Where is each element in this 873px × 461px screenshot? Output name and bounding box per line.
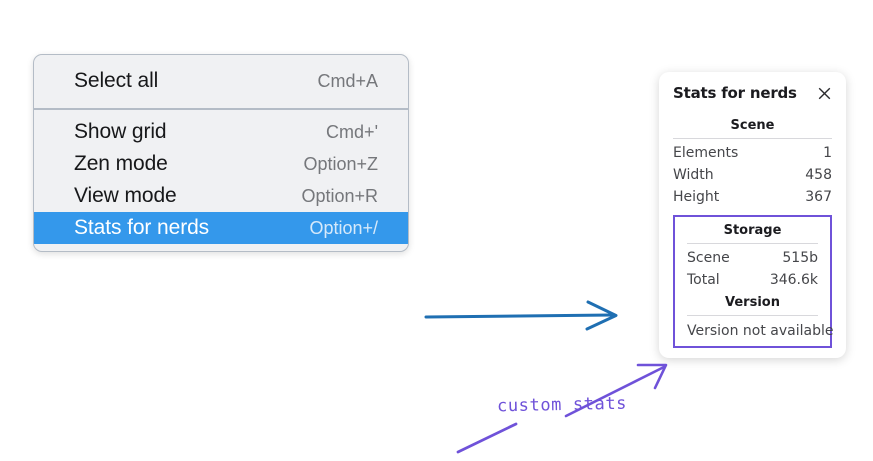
menu-item-shortcut: Option+R (301, 185, 378, 206)
menu-section-secondary: Show grid Cmd+' Zen mode Option+Z View m… (34, 110, 408, 251)
stat-row: Width 458 (673, 164, 832, 186)
stat-value: 1 (823, 145, 832, 161)
menu-item-shortcut: Cmd+' (326, 121, 378, 142)
stat-row: Total 346.6k (687, 269, 818, 291)
storage-section-title: Storage (723, 223, 782, 239)
panel-header: Stats for nerds (659, 84, 846, 102)
menu-item-view-mode[interactable]: View mode Option+R (34, 180, 408, 212)
stat-row: Elements 1 (673, 142, 832, 164)
menu-section-primary: Select all Cmd+A (34, 55, 408, 108)
stat-key: Width (673, 167, 714, 184)
divider (687, 315, 818, 317)
divider (673, 138, 832, 139)
stat-key: Scene (687, 250, 730, 267)
close-icon[interactable] (816, 85, 833, 102)
menu-item-zen-mode[interactable]: Zen mode Option+Z (34, 148, 408, 180)
menu-item-select-all[interactable]: Select all Cmd+A (34, 65, 408, 97)
version-text: Version not available (687, 323, 834, 340)
stat-row: Height 367 (673, 186, 832, 208)
custom-stats-annotation-label: custom stats (496, 393, 628, 417)
version-section-title: Version (725, 295, 780, 311)
menu-item-stats-for-nerds[interactable]: Stats for nerds Option+/ (34, 212, 408, 244)
stat-value: 346.6k (769, 272, 818, 289)
custom-stats-highlight-box: Storage Scene 515b Total 346.6k Version … (673, 215, 834, 349)
stat-key: Height (673, 189, 720, 206)
stat-value: 515b (782, 250, 818, 267)
menu-item-label: Stats for nerds (74, 216, 210, 239)
menu-item-label: Select all (74, 69, 159, 92)
menu-item-shortcut: Option+Z (303, 153, 378, 174)
stat-key: Elements (673, 145, 739, 161)
blue-arrow-annotation (424, 300, 618, 331)
menu-item-label: View mode (74, 184, 177, 207)
scene-section-title: Scene (730, 118, 775, 133)
menu-item-shortcut: Cmd+A (317, 70, 378, 91)
stats-for-nerds-panel: Stats for nerds Scene Elements 1 Width 4… (659, 72, 846, 359)
menu-divider (34, 108, 408, 110)
panel-title: Stats for nerds (673, 84, 797, 102)
stats-body: Scene Elements 1 Width 458 Height 367 St… (659, 115, 846, 349)
menu-item-shortcut: Option+/ (309, 217, 378, 238)
menu-item-label: Show grid (74, 120, 167, 143)
stat-value: 458 (805, 167, 832, 184)
stat-value: 367 (805, 189, 832, 206)
stat-key: Total (687, 272, 720, 289)
stat-row: Scene 515b (687, 247, 818, 269)
divider (687, 243, 818, 245)
context-menu[interactable]: Select all Cmd+A Show grid Cmd+' Zen mod… (33, 54, 409, 252)
menu-item-label: Zen mode (74, 152, 168, 175)
menu-item-show-grid[interactable]: Show grid Cmd+' (34, 116, 408, 148)
